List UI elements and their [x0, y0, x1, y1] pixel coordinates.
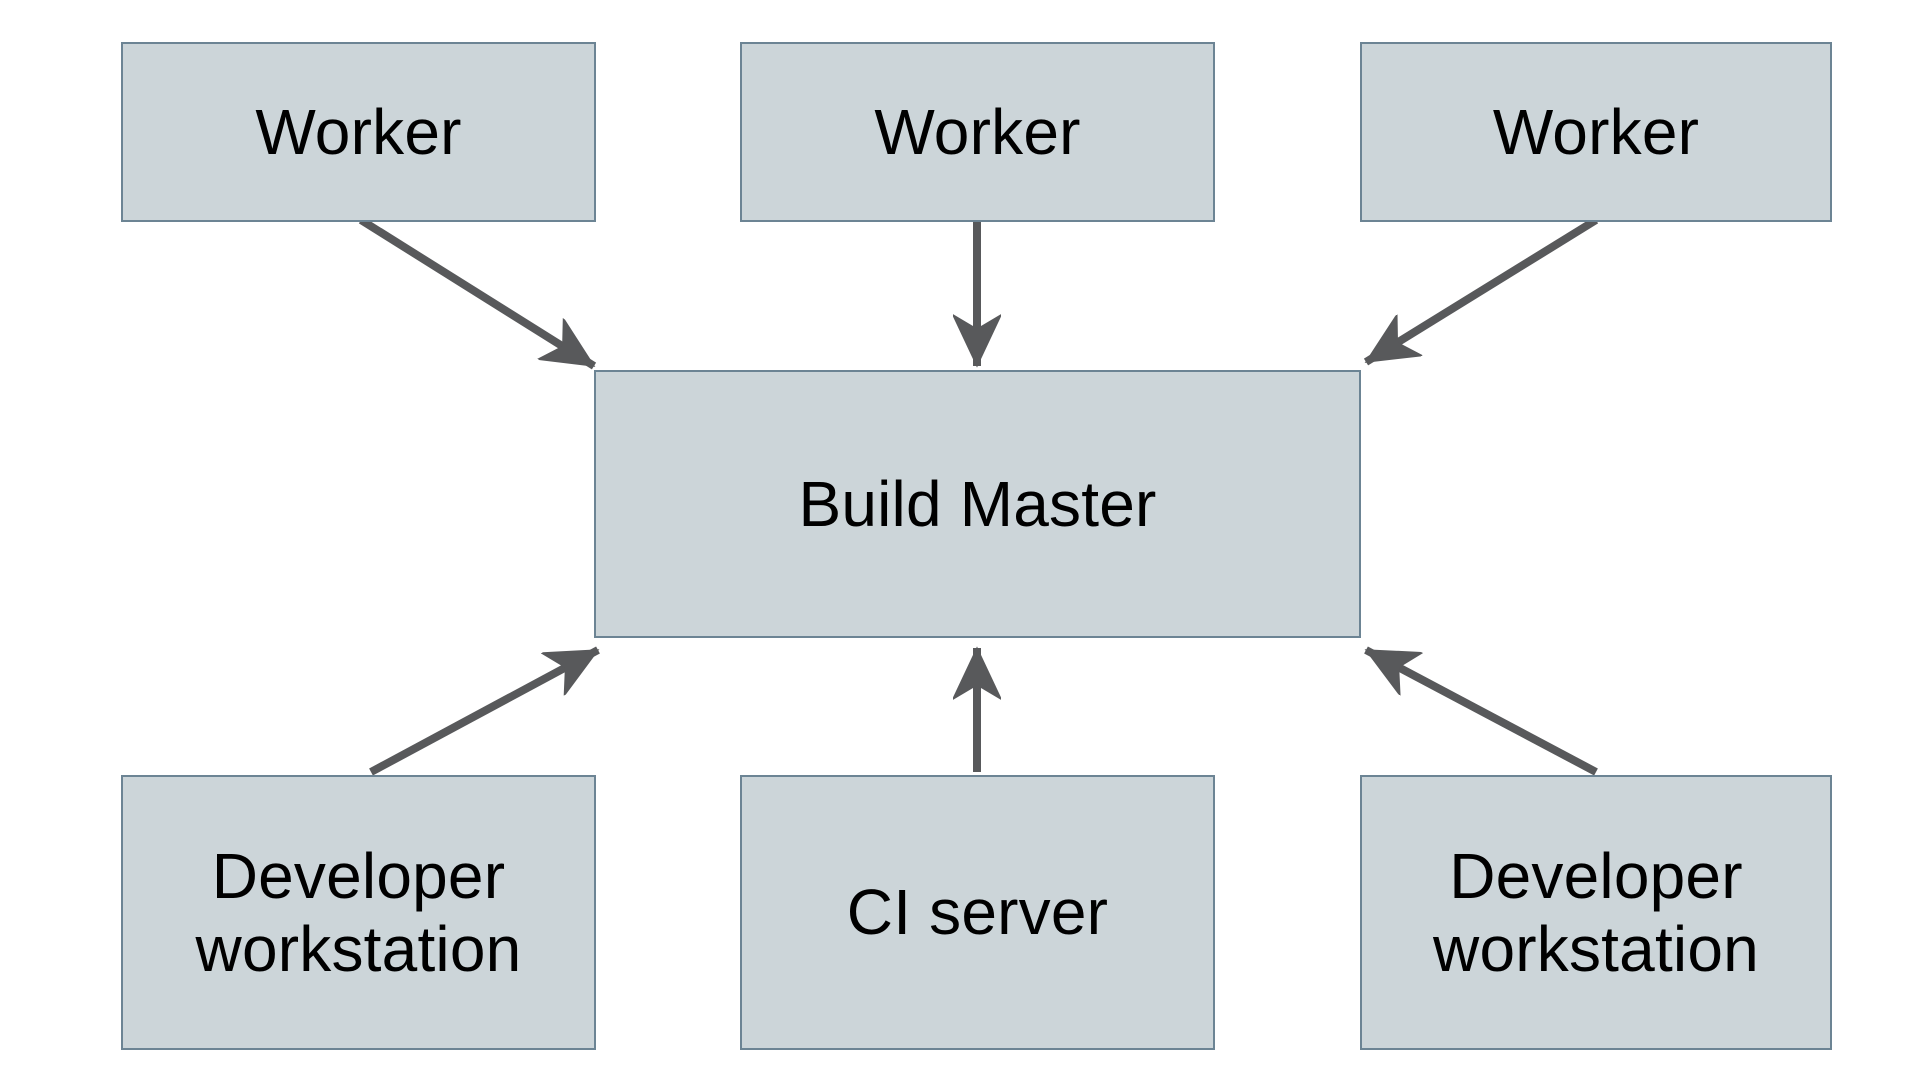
- node-ci-server[interactable]: CI server: [740, 775, 1215, 1050]
- edge-dev-workstation-left-to-build-master: [369, 646, 600, 776]
- node-ci-server-label: CI server: [846, 876, 1109, 949]
- node-dev-workstation-left-label: Developer workstation: [195, 839, 522, 985]
- node-worker-3-label: Worker: [1492, 95, 1700, 168]
- node-worker-2-label: Worker: [874, 95, 1081, 168]
- node-build-master[interactable]: Build Master: [594, 370, 1361, 638]
- node-worker-2[interactable]: Worker: [740, 42, 1215, 222]
- node-worker-3[interactable]: Worker: [1360, 42, 1832, 222]
- node-worker-1[interactable]: Worker: [121, 42, 596, 222]
- node-worker-1-label: Worker: [255, 95, 462, 168]
- node-dev-workstation-left[interactable]: Developer workstation: [121, 775, 596, 1050]
- edge-worker-3-to-build-master: [1363, 216, 1599, 366]
- edge-worker-1-to-build-master: [358, 216, 597, 370]
- node-build-master-label: Build Master: [798, 467, 1157, 540]
- node-dev-workstation-right-label: Developer workstation: [1433, 839, 1759, 985]
- node-dev-workstation-right[interactable]: Developer workstation: [1360, 775, 1832, 1050]
- edge-dev-workstation-right-to-build-master: [1364, 646, 1598, 776]
